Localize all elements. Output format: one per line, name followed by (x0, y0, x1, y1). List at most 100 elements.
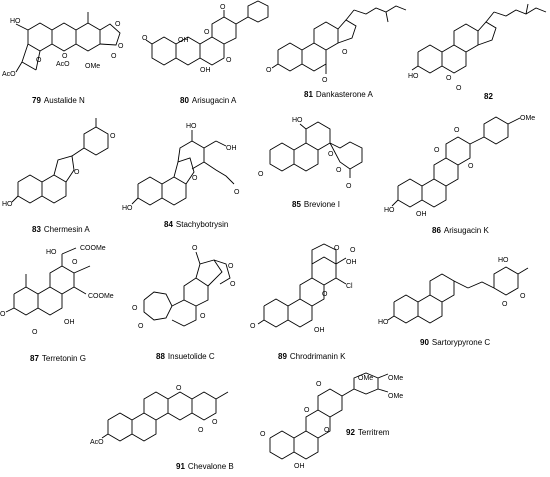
label-86-4: HO (384, 207, 395, 214)
compound-number: 91 (176, 462, 185, 471)
label-92-7: OH (294, 463, 305, 470)
compound-name: Territrem (357, 428, 390, 437)
label-81-1: O (322, 77, 328, 84)
label-81-2: O (342, 49, 348, 56)
label-82-0: HO (408, 73, 419, 80)
label-87-6: O (32, 329, 38, 336)
label-88-3: O (138, 323, 144, 330)
label-86-5: OH (416, 211, 427, 218)
label-81-0: O (266, 67, 272, 74)
structure-79-drawing: HO O O O AcO AcO OMe O O (2, 12, 124, 78)
label-84-4: O (234, 189, 240, 196)
structure-92-drawing: OMe OMe OMe O O O O OH (260, 372, 403, 470)
structure-80-drawing: O O O OH OH O (142, 0, 269, 74)
compound-name: Chermesin A (43, 225, 90, 234)
label-87-0: HO (46, 249, 57, 256)
compound-number: 82 (484, 92, 493, 101)
compound-number: 90 (420, 338, 429, 347)
label-83-0: O (110, 133, 116, 140)
label-91-1: AcO (90, 439, 104, 446)
label-85-1: O (258, 171, 264, 178)
label-86-1: O (454, 127, 460, 134)
label-89-4: O (322, 291, 328, 298)
compound-name: Chrodrimanin K (289, 352, 346, 361)
label-86-0: OMe (520, 115, 535, 122)
label-88-1: O (228, 263, 234, 270)
label-90-2: O (520, 293, 526, 300)
label-84-1: OH (226, 145, 237, 152)
label-80-3: OH (178, 37, 189, 44)
compound-name: Sartorypyrone C (431, 338, 491, 347)
compound-number: 80 (180, 96, 189, 105)
compound-name: Brevione I (303, 200, 340, 209)
label-86-3: O (468, 163, 474, 170)
label-91-2: O (198, 427, 204, 434)
label-84-2: O (192, 175, 198, 182)
label-87-1: COOMe (80, 245, 106, 252)
structure-86-drawing: OMe O O O HO OH (384, 115, 535, 218)
structure-89-drawing: O O OH Cl O O OH (250, 243, 357, 334)
label-79-2: O (62, 53, 68, 60)
label-82-2: O (456, 85, 462, 92)
structure-83-drawing: O O HO (2, 118, 116, 208)
label-79-0: HO (10, 18, 21, 25)
label-80-2: O (220, 4, 226, 11)
label-90-0: HO (378, 319, 389, 326)
structure-91-drawing: O AcO O O (90, 385, 229, 446)
label-90-1: O (502, 301, 508, 308)
label-89-6: OH (314, 327, 325, 334)
compound-number: 83 (32, 225, 41, 234)
label-80-1: O (204, 29, 210, 36)
compound-name: Chevalone B (187, 462, 234, 471)
label-89-2: OH (346, 259, 357, 266)
compound-name: Arisugacin A (191, 96, 237, 105)
label-92-6: O (324, 427, 330, 434)
label-85-3: O (336, 167, 342, 174)
label-84-3: HO (122, 205, 133, 212)
label-88-4: O (132, 305, 138, 312)
label-87-4: O (0, 311, 6, 318)
label-82-1: O (446, 75, 452, 82)
label-90-3: HO (498, 257, 509, 264)
compound-number: 81 (304, 90, 313, 99)
label-80-4: OH (200, 67, 211, 74)
compound-name: Insuetolide C (167, 352, 215, 361)
label-88-0: O (192, 245, 198, 252)
compound-number: 87 (30, 354, 39, 363)
label-88-2: O (230, 281, 236, 288)
compound-number: 86 (432, 226, 441, 235)
label-80-0: O (142, 35, 148, 42)
compound-name: Terretonin G (41, 354, 86, 363)
label-86-2: O (434, 147, 440, 154)
label-80-5: O (226, 57, 232, 64)
label-92-5: O (260, 431, 266, 438)
caption-82: 82 (484, 92, 496, 102)
structure-87-drawing: HO COOMe O COOMe O OH O (0, 245, 114, 336)
label-83-1: O (74, 169, 80, 176)
compound-number: 79 (32, 96, 41, 105)
structure-85-drawing: HO O O O O (258, 117, 363, 190)
label-89-3: Cl (346, 283, 353, 290)
label-84-0: HO (186, 123, 197, 130)
compound-82: HO O O 82 (408, 0, 550, 110)
